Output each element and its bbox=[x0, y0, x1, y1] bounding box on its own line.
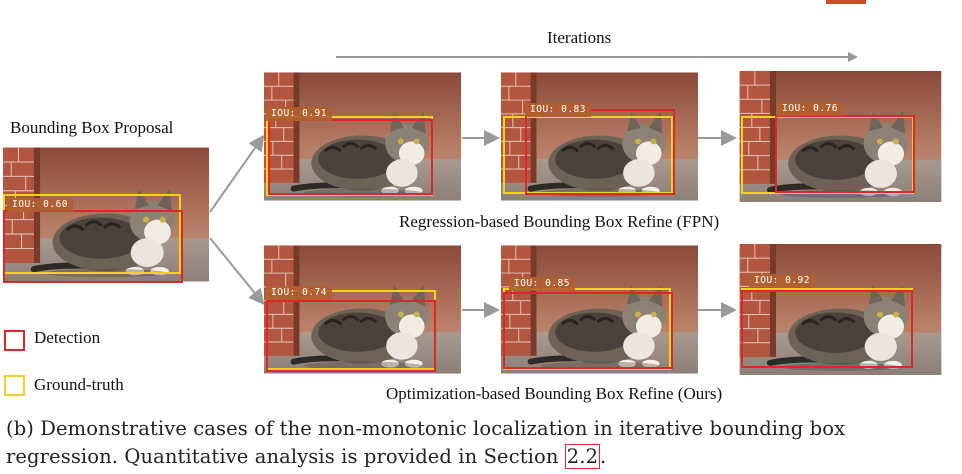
top-accent-bar bbox=[826, 0, 866, 4]
row2-1-iou-label: IOU: 0.74 bbox=[266, 286, 332, 300]
row1-2-detection-box bbox=[525, 109, 675, 195]
caption-line-2-text: regression. Quantitative analysis is pro… bbox=[6, 445, 565, 468]
row2-3-iou-label: IOU: 0.92 bbox=[749, 274, 815, 288]
row1-2-iou-label: IOU: 0.83 bbox=[525, 103, 591, 117]
row1-3-iou-label: IOU: 0.76 bbox=[777, 102, 843, 116]
row1-panel-1: IOU: 0.91 bbox=[264, 71, 461, 202]
row2-panel-3: IOU: 0.92 bbox=[739, 244, 942, 375]
section-reference-link[interactable]: 2.2 bbox=[564, 444, 601, 469]
iterations-arrow bbox=[336, 52, 858, 62]
row2-panel-2: IOU: 0.85 bbox=[501, 244, 698, 375]
proposal-detection-box bbox=[3, 210, 183, 283]
detection-legend-swatch bbox=[4, 330, 25, 351]
row1-1-iou-label: IOU: 0.91 bbox=[266, 107, 332, 121]
row2-panel-1: IOU: 0.74 bbox=[264, 244, 461, 375]
row2-1-detection-box bbox=[266, 300, 436, 372]
row2-2-iou-label: IOU: 0.85 bbox=[509, 277, 575, 291]
caption-line-1: (b) Demonstrative cases of the non-monot… bbox=[6, 417, 846, 440]
caption-line-2: regression. Quantitative analysis is pro… bbox=[6, 444, 607, 469]
row2-title: Optimization-based Bounding Box Refine (… bbox=[386, 384, 723, 403]
row2-2-detection-box bbox=[503, 292, 673, 369]
row2-3-detection-box bbox=[741, 290, 913, 368]
iterations-label: Iterations bbox=[547, 28, 612, 47]
detection-legend-label: Detection bbox=[34, 328, 101, 347]
caption-period: . bbox=[600, 445, 607, 468]
row1-1-detection-box bbox=[268, 119, 433, 195]
ground-truth-legend-swatch bbox=[4, 375, 25, 396]
row1-title: Regression-based Bounding Box Refine (FP… bbox=[399, 212, 720, 231]
ground-truth-legend-label: Ground-truth bbox=[34, 375, 124, 394]
row1-panel-3: IOU: 0.76 bbox=[739, 71, 942, 202]
proposal-iou-label: IOU: 0.60 bbox=[7, 198, 73, 212]
proposal-image: IOU: 0.60 bbox=[3, 146, 209, 283]
row1-panel-2: IOU: 0.83 bbox=[501, 71, 698, 202]
proposal-title: Bounding Box Proposal bbox=[10, 118, 174, 137]
row1-3-detection-box bbox=[775, 115, 915, 193]
